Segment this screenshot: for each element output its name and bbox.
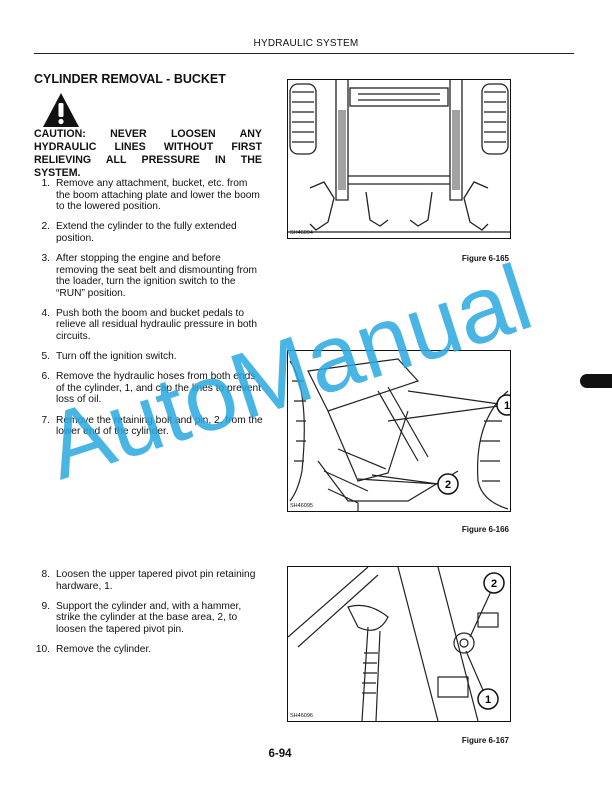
figure-code: SH46095 <box>290 503 313 509</box>
figure-caption: Figure 6-167 <box>461 736 509 745</box>
caution-line-1: CAUTION: NEVER LOOSEN ANY <box>34 128 262 140</box>
step-text: After stopping the engine and before rem… <box>56 252 258 299</box>
running-header: HYDRAULIC SYSTEM <box>253 38 359 49</box>
loader-boom-illustration <box>288 80 510 233</box>
step-text: Remove any attachment, bucket, etc. from… <box>56 178 260 213</box>
callout-label: 2 <box>491 578 497 590</box>
step-item: 7. Remove the retaining bolt and pin, 2, … <box>34 415 264 438</box>
figure-caption: Figure 6-165 <box>461 254 509 263</box>
step-text: Remove the hydraulic hoses from both end… <box>56 371 262 406</box>
step-text: Extend the cylinder to the fully extende… <box>56 221 237 244</box>
step-text: Support the cylinder and, with a hammer,… <box>56 600 242 635</box>
step-item: 8. Loosen the upper tapered pivot pin ret… <box>34 569 264 592</box>
caution-line-2: HYDRAULIC LINES WITHOUT FIRST <box>34 141 262 153</box>
step-item: 9. Support the cylinder and, with a hamme… <box>34 601 264 636</box>
step-item: 3. After stopping the engine and before r… <box>34 253 264 299</box>
step-text: Turn off the ignition switch. <box>56 351 177 363</box>
step-number: 1. <box>41 178 51 189</box>
figure-code: SH46096 <box>290 713 313 719</box>
step-number: 5. <box>41 351 51 363</box>
step-text: Push both the boom and bucket pedals to … <box>56 307 258 343</box>
figure-caption: Figure 6-166 <box>461 525 509 534</box>
step-number: 7. <box>41 414 51 426</box>
step-item: 1. Remove any attachment, bucket, etc. fr… <box>34 178 264 213</box>
caution-text: CAUTION: NEVER LOOSEN ANY HYDRAULIC LINE… <box>34 128 262 180</box>
section-title: CYLINDER REMOVAL - BUCKET <box>34 72 226 86</box>
callout-label: 2 <box>445 479 451 491</box>
figure-6-167-photo: 2 1 SH46096 <box>287 566 511 722</box>
step-number: 3. <box>41 252 51 264</box>
cylinder-hoses-illustration: 1 2 <box>289 358 510 511</box>
cylinder-pivot-pin-illustration: 2 1 <box>288 567 505 721</box>
step-item: 4. Push both the boom and bucket pedals t… <box>34 308 264 343</box>
step-item: 5. Turn off the ignition switch. <box>34 351 264 363</box>
section-tab-marker <box>580 374 612 388</box>
step-item: 6. Remove the hydraulic hoses from both e… <box>34 371 264 406</box>
header-rule <box>34 53 574 54</box>
step-text: Remove the cylinder. <box>56 643 152 655</box>
step-number: 4. <box>41 307 51 319</box>
figure-6-166-photo: 1 2 SH46095 <box>287 350 511 512</box>
figure-6-165-photo: SH46094 <box>287 79 511 239</box>
step-number: 6. <box>41 371 51 383</box>
step-number: 10. <box>35 643 50 655</box>
step-number: 2. <box>41 221 51 233</box>
procedure-steps-second: 8. Loosen the upper tapered pivot pin ret… <box>34 569 264 664</box>
caution-line-3: RELIEVING ALL PRESSURE IN THE SYSTEM. <box>34 154 262 179</box>
step-item: 10. Remove the cylinder. <box>34 644 264 656</box>
callout-label: 1 <box>485 694 491 706</box>
step-text: Remove the retaining bolt and pin, 2, fr… <box>56 414 263 438</box>
step-number: 9. <box>41 600 51 612</box>
warning-triangle-exclamation-icon <box>43 93 79 127</box>
step-item: 2. Extend the cylinder to the fully exten… <box>34 221 264 244</box>
procedure-steps-first: 1. Remove any attachment, bucket, etc. fr… <box>34 178 264 446</box>
step-number: 8. <box>41 569 51 580</box>
callout-label: 1 <box>504 400 510 412</box>
page-number: 6-94 <box>268 748 292 760</box>
step-text: Loosen the upper tapered pivot pin retai… <box>56 569 256 592</box>
figure-code: SH46094 <box>290 230 313 236</box>
